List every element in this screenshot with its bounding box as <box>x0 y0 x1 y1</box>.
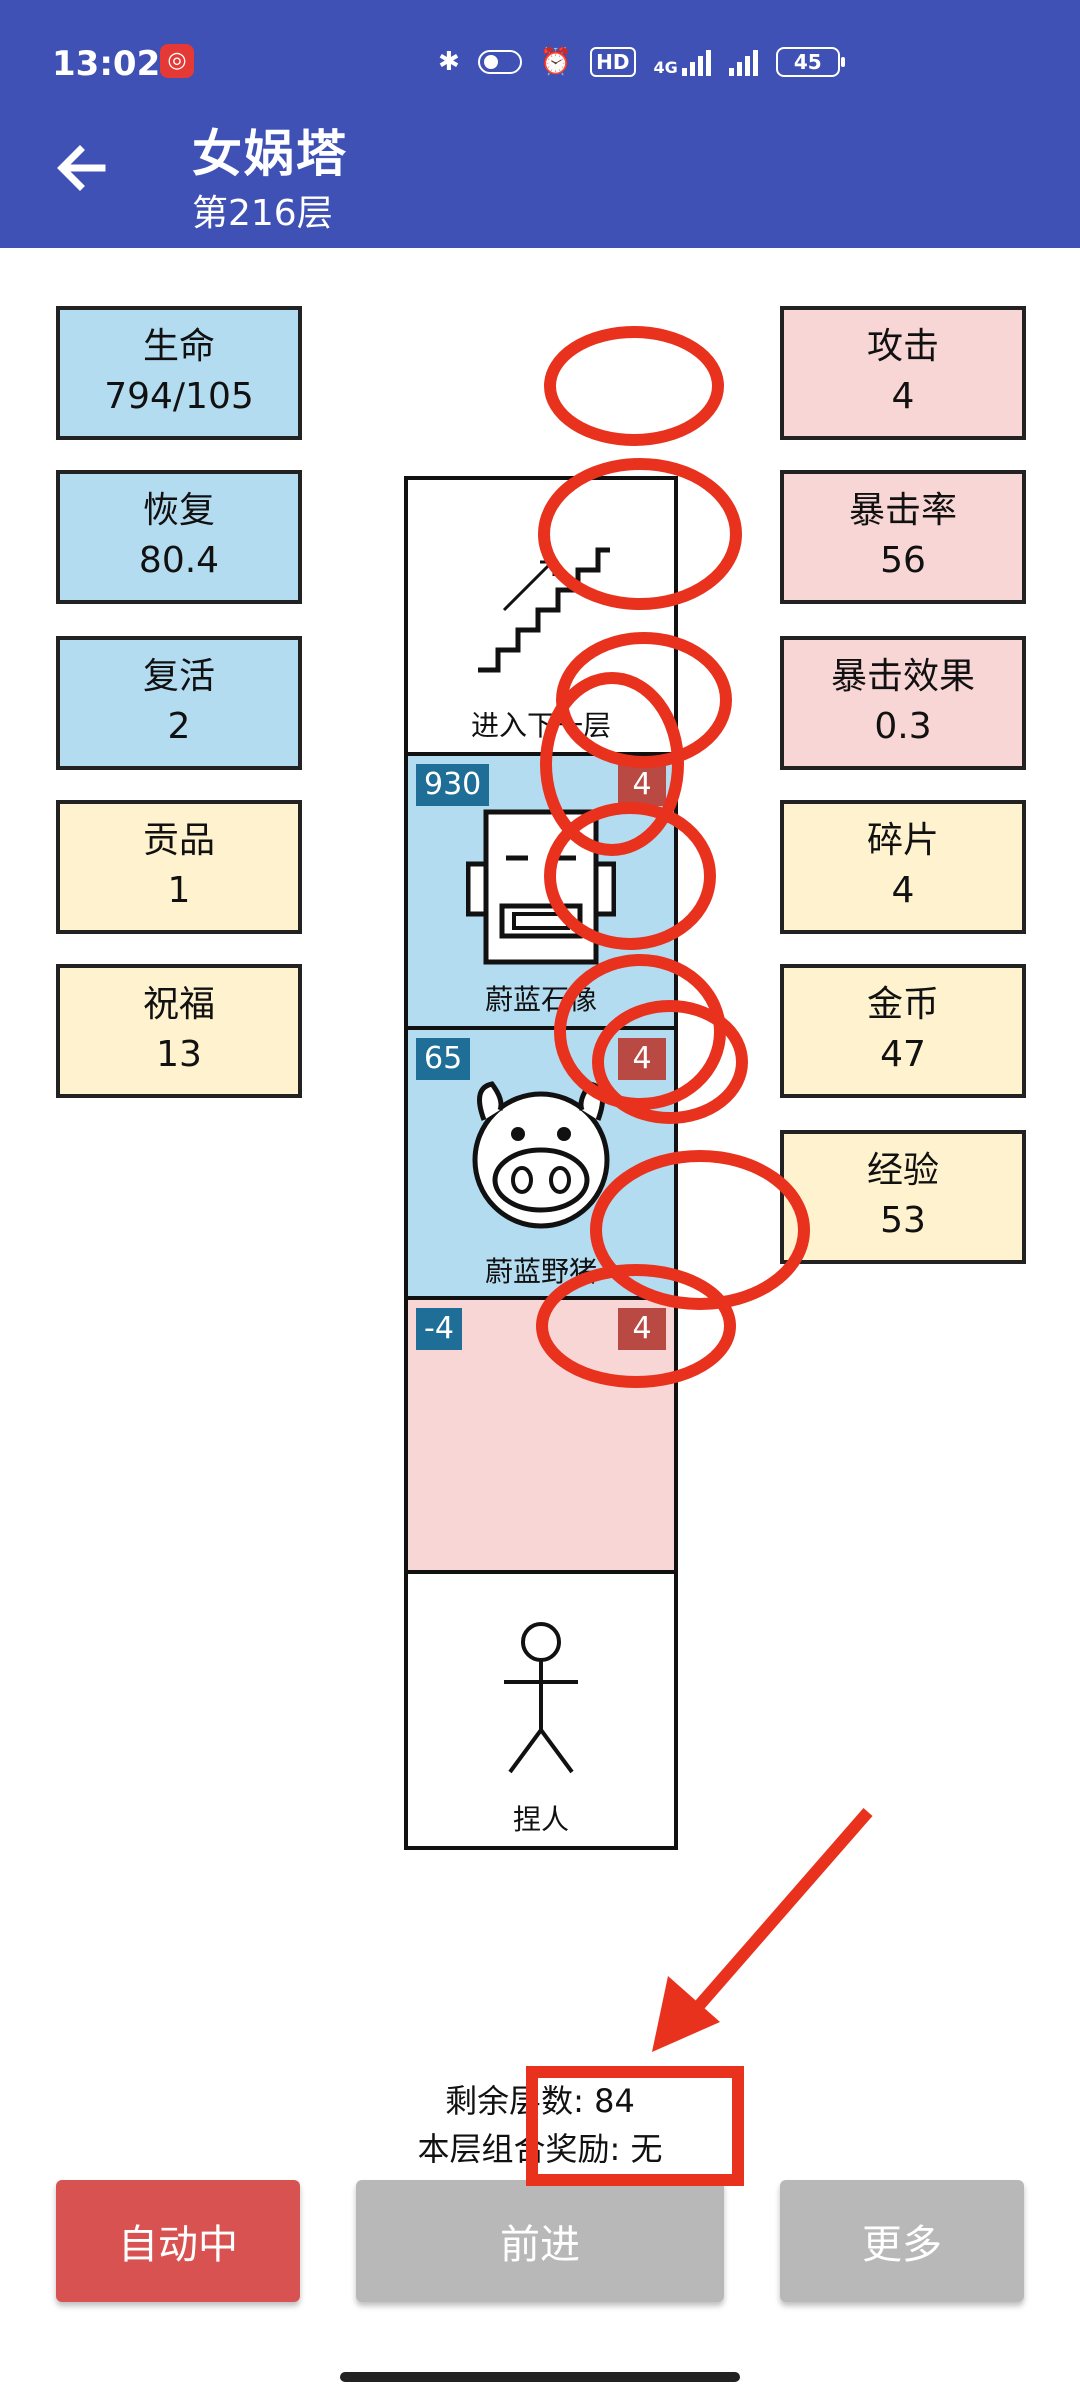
stat-crit-rate: 暴击率 56 <box>780 470 1026 604</box>
auto-button[interactable]: 自动中 <box>56 2180 300 2302</box>
trap-attack-badge: 4 <box>618 1308 666 1350</box>
stat-value: 2 <box>167 706 191 747</box>
stat-label: 攻击 <box>866 326 939 367</box>
stat-label: 复活 <box>142 656 215 697</box>
stairs-icon <box>478 547 610 673</box>
stat-attack: 攻击 4 <box>780 306 1026 440</box>
monster-attack-badge: 4 <box>618 1038 666 1080</box>
tower-cell-trap[interactable]: -4 4 <box>408 1300 674 1574</box>
stat-crit-effect: 暴击效果 0.3 <box>780 636 1026 770</box>
stone-statue-icon <box>466 809 616 965</box>
stat-exp: 经验 53 <box>780 1130 1026 1264</box>
remaining-floors: 剩余层数: 84 <box>445 2082 635 2120</box>
network-type: 4G <box>653 58 678 77</box>
stat-value: 1 <box>167 870 191 911</box>
monster-hp-badge: 65 <box>416 1038 471 1080</box>
combo-reward: 本层组合奖励: 无 <box>417 2130 663 2168</box>
stat-label: 生命 <box>142 326 215 367</box>
status-icons: ✱ ⏰ HD 4G 45 <box>438 44 845 80</box>
tower-cell-stairs[interactable]: 进入下一层 <box>408 480 674 756</box>
annotation-arrow-head <box>652 1976 720 2052</box>
stat-life: 生命 794/105 <box>56 306 302 440</box>
tower-cell-monster-boar[interactable]: 65 4 蔚蓝野猪 <box>408 1030 674 1300</box>
stat-label: 碎片 <box>866 820 939 861</box>
stat-shards: 碎片 4 <box>780 800 1026 934</box>
hd-icon: HD <box>590 47 636 77</box>
stat-value: 4 <box>891 376 915 417</box>
tower-cell-player[interactable]: 捏人 <box>408 1574 674 1846</box>
stairs-label: 进入下一层 <box>470 709 611 742</box>
stat-value: 13 <box>156 1034 202 1075</box>
stat-label: 金币 <box>866 984 939 1025</box>
stat-label: 祝福 <box>142 984 215 1025</box>
signal-icon <box>728 48 758 76</box>
notification-app-icon: ◎ <box>160 44 194 78</box>
player-label: 捏人 <box>512 1803 569 1836</box>
stat-value: 80.4 <box>138 540 220 581</box>
alarm-icon: ⏰ <box>539 47 573 77</box>
toggle-icon <box>477 50 522 74</box>
tower-column: 进入下一层 930 4 蔚蓝石像 65 4 蔚蓝野猪 <box>404 476 678 1850</box>
boar-icon <box>472 1081 610 1229</box>
page-title: 女娲塔 <box>192 125 348 183</box>
stat-label: 贡品 <box>142 820 215 861</box>
stat-gold: 金币 47 <box>780 964 1026 1098</box>
status-time: 13:02 <box>52 44 161 84</box>
stat-revive: 复活 2 <box>56 636 302 770</box>
stat-value: 56 <box>880 540 926 581</box>
gesture-nav-bar[interactable] <box>340 2372 740 2382</box>
bluetooth-icon: ✱ <box>438 47 460 77</box>
more-button[interactable]: 更多 <box>780 2180 1024 2302</box>
stat-value: 794/105 <box>104 376 254 417</box>
monster-name: 蔚蓝石像 <box>484 983 597 1016</box>
monster-attack-badge: 4 <box>618 764 666 806</box>
stat-label: 恢复 <box>142 490 215 531</box>
back-arrow-icon[interactable] <box>52 138 112 198</box>
stat-blessing: 祝福 13 <box>56 964 302 1098</box>
stat-regen: 恢复 80.4 <box>56 470 302 604</box>
annotation-circle <box>544 326 724 446</box>
app-bar: 13:02 ◎ ✱ ⏰ HD 4G 45 女娲塔 第216层 <box>0 0 1080 248</box>
battery-icon: 45 <box>775 47 845 77</box>
stick-figure-icon <box>504 1622 578 1774</box>
stat-label: 经验 <box>866 1150 939 1191</box>
stat-label: 暴击率 <box>848 490 957 531</box>
stat-tribute: 贡品 1 <box>56 800 302 934</box>
status-bar: 13:02 ◎ ✱ ⏰ HD 4G 45 <box>0 0 1080 120</box>
stat-value: 4 <box>891 870 915 911</box>
floor-subtitle: 第216层 <box>192 193 333 234</box>
trap-value-badge: -4 <box>416 1308 462 1350</box>
signal-4g-icon: 4G <box>654 48 711 76</box>
monster-hp-badge: 930 <box>416 764 490 806</box>
stat-label: 暴击效果 <box>830 656 975 697</box>
annotation-arrow-line <box>685 1808 873 2020</box>
tower-cell-monster-statue[interactable]: 930 4 蔚蓝石像 <box>408 756 674 1030</box>
stat-value: 47 <box>880 1034 926 1075</box>
forward-button[interactable]: 前进 <box>356 2180 724 2302</box>
monster-name: 蔚蓝野猪 <box>484 1255 597 1288</box>
stat-value: 53 <box>880 1200 926 1241</box>
stat-value: 0.3 <box>874 706 932 747</box>
